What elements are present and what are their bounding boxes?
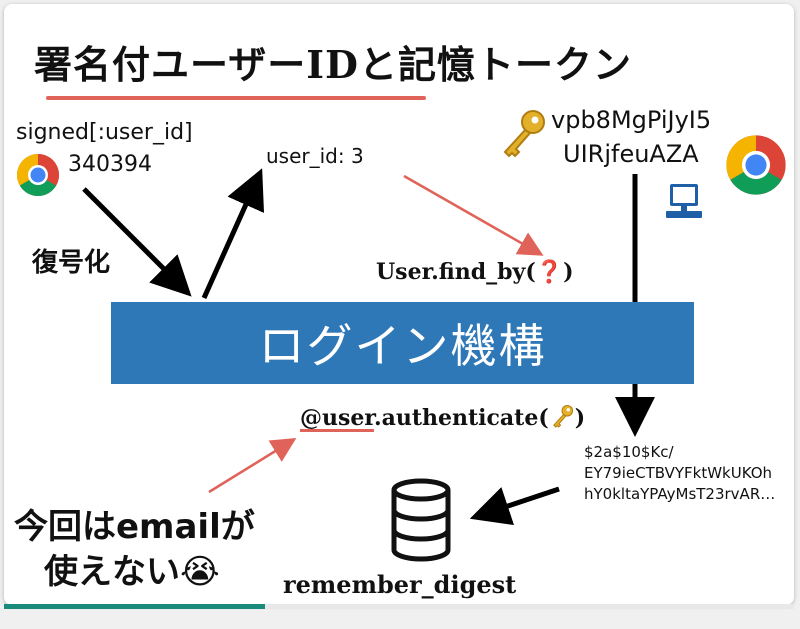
slide-title: 署名付ユーザーIDと記憶トークン — [34, 42, 632, 87]
arrow-userid-to-findby — [403, 174, 544, 256]
question-mark-icon: ❓ — [535, 259, 564, 285]
authenticate-text: @user.authenticate( ) — [300, 404, 585, 431]
chrome-icon — [726, 135, 786, 195]
signed-value: 340394 — [68, 152, 152, 177]
no-email-line2: 使えない — [44, 552, 180, 592]
arrow-digest-to-db — [469, 486, 560, 526]
digest-line1: $2a$10$Kc/ — [584, 443, 674, 461]
slide-progress-bar — [4, 604, 794, 609]
auth-rest: .authenticate( — [373, 405, 549, 431]
arrow-signed-to-login — [82, 187, 192, 297]
auth-close: ) — [574, 405, 586, 431]
computer-icon — [666, 184, 702, 218]
crying-face-icon: 😭 — [180, 552, 220, 592]
user-id-text: user_id: 3 — [266, 144, 364, 168]
login-mechanism-box: ログイン機構 — [111, 302, 694, 384]
arrows-layer — [82, 168, 655, 526]
auth-user: user — [322, 405, 374, 431]
slide-progress-fill — [4, 604, 265, 609]
find-by-suffix: ) — [563, 259, 574, 285]
find-by-prefix: User.find_by( — [376, 259, 536, 285]
key-icon — [552, 404, 573, 428]
decrypt-label: 復号化 — [32, 248, 111, 278]
key-icon — [503, 110, 545, 158]
slide: 署名付ユーザーIDと記憶トークン signed[:user_id] 340394… — [4, 4, 794, 605]
chrome-icon — [16, 154, 60, 197]
arrow-login-to-userid — [201, 168, 265, 300]
database-icon — [391, 478, 451, 562]
login-mechanism-label: ログイン機構 — [258, 319, 547, 373]
title-underline — [46, 96, 426, 100]
digest-line3: hY0kltaYPAyMsT23rvAR… — [584, 485, 776, 503]
digest-line2: EY79ieCTBVYFktWkUKOh — [584, 464, 773, 482]
arrow-email-to-auth — [208, 438, 297, 494]
token-line2: UIRjfeuAZA — [563, 140, 699, 168]
find-by-text: User.find_by(❓) — [376, 259, 574, 285]
signed-label: signed[:user_id] — [16, 120, 193, 145]
remember-digest-label: remember_digest — [283, 570, 517, 599]
token-line1: vpb8MgPiJyI5 — [551, 106, 712, 134]
no-email-line2-wrap: 使えない😭 — [44, 544, 220, 593]
no-email-line1: 今回はemailが — [14, 507, 255, 547]
auth-at: @ — [300, 405, 322, 431]
